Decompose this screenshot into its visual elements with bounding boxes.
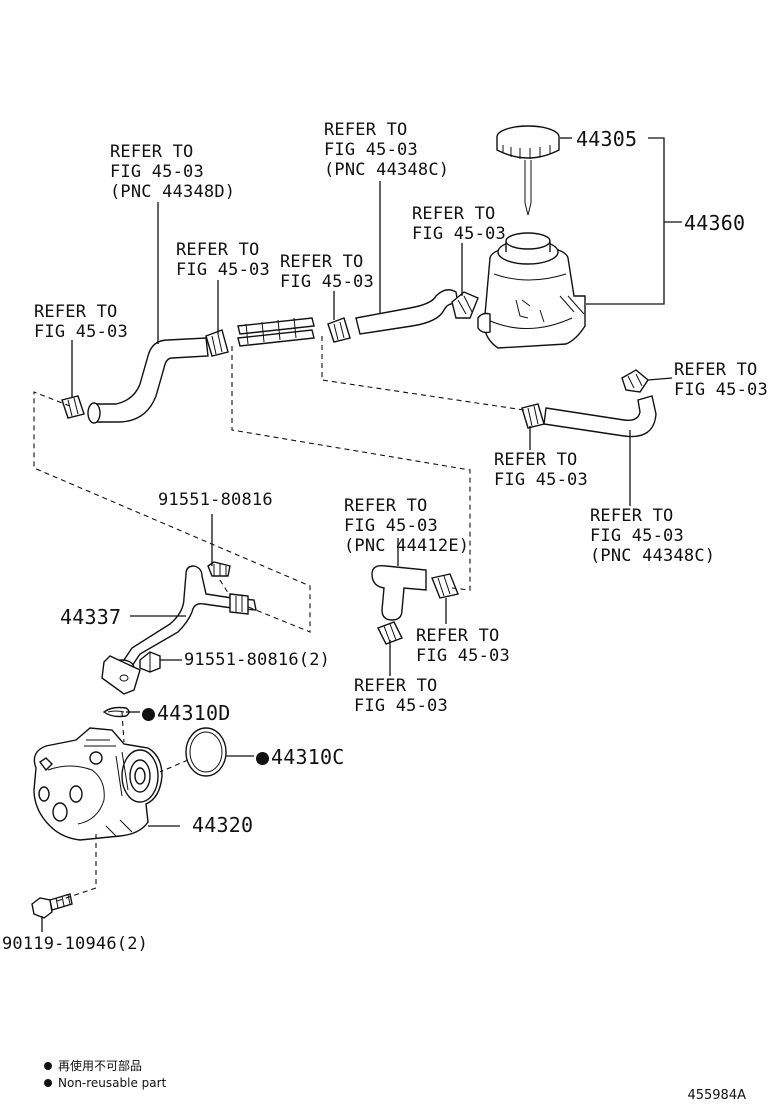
refer-label-suction-hose: REFER TO FIG 45-03 (PNC 44412E) — [344, 496, 470, 556]
supply-hose-left — [61, 337, 209, 424]
refer-label-mid-clamp-2: REFER TO FIG 45-03 — [280, 252, 374, 292]
part-number-pressure-tube: 44337 — [60, 605, 122, 629]
refer-label-reservoir-clamp: REFER TO FIG 45-03 — [412, 204, 506, 244]
part-number-gasket-small: 44310D — [142, 702, 230, 724]
refer-label-right-clamp: REFER TO FIG 45-03 — [674, 360, 768, 400]
part-number-bolt-pump: 90119-10946(2) — [2, 934, 149, 954]
return-hose-right — [521, 369, 657, 438]
refer-label-top-hose: REFER TO FIG 45-03 (PNC 44348C) — [324, 120, 450, 180]
suction-elbow-hose — [371, 564, 459, 645]
part-number-reservoir: 44360 — [684, 211, 746, 235]
legend-line-english: Non-reusable part — [44, 1075, 166, 1091]
pressure-tube — [101, 561, 257, 695]
refer-label-mid-clamp: REFER TO FIG 45-03 — [176, 240, 270, 280]
refer-label-left-clamp: REFER TO FIG 45-03 — [34, 302, 128, 342]
refer-label-left-hose: REFER TO FIG 45-03 (PNC 44348D) — [110, 142, 236, 202]
supply-hose-upper — [327, 289, 479, 343]
legend-line-japanese: 再使用不可部品 — [44, 1058, 142, 1074]
non-reusable-dot-icon — [256, 752, 269, 765]
part-number-bolt-upper: 91551-80816 — [158, 490, 273, 510]
part-number-cap: 44305 — [576, 127, 638, 151]
part-number-bolt-tube: 91551-80816(2) — [184, 650, 331, 670]
refer-label-suction-lower-clamp: REFER TO FIG 45-03 — [354, 676, 448, 716]
part-number-oring: 44310C — [256, 746, 344, 768]
part-number-pump: 44320 — [192, 813, 254, 837]
non-reusable-dot-icon — [142, 708, 155, 721]
figure-number: 455984A — [687, 1088, 746, 1103]
legend-dot-icon — [44, 1062, 52, 1070]
gaskets — [102, 706, 227, 777]
refer-label-suction-clamp: REFER TO FIG 45-03 — [416, 626, 510, 666]
power-steering-pump — [33, 727, 163, 841]
metal-pipe-center — [205, 317, 315, 357]
refer-label-return-clamp: REFER TO FIG 45-03 — [494, 450, 588, 490]
refer-label-return-hose: REFER TO FIG 45-03 (PNC 44348C) — [590, 506, 716, 566]
assembly-dashed-lines — [33, 336, 525, 903]
legend-dot-icon — [44, 1079, 52, 1087]
leader-lines — [41, 137, 682, 932]
reservoir-assembly — [477, 125, 586, 349]
